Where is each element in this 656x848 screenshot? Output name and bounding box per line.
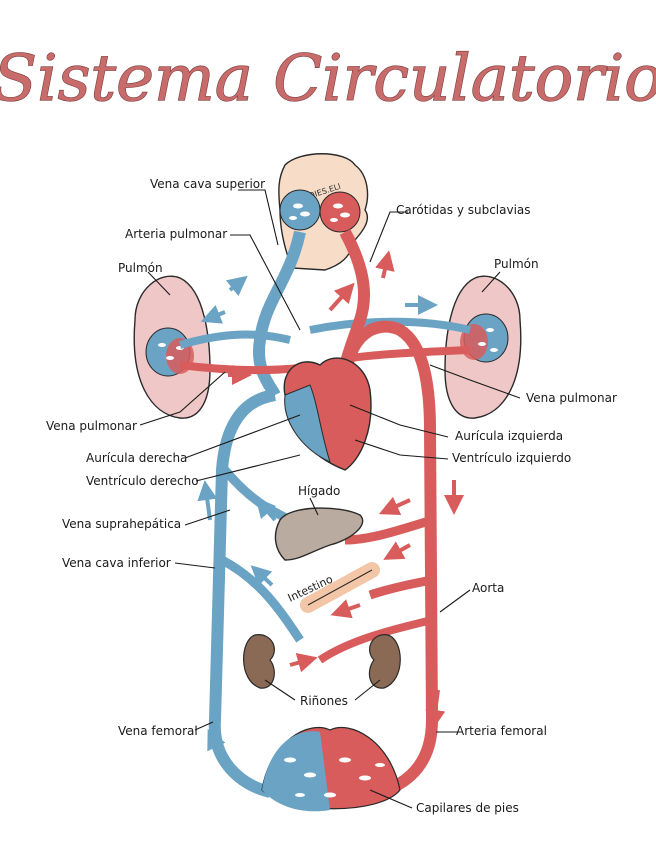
page-title: Sistema Circulatorio <box>0 42 656 116</box>
label-vena-pulmonar-left: Vena pulmonar <box>46 419 137 433</box>
leader-lines <box>139 189 521 809</box>
label-vena-femoral: Vena femoral <box>118 724 198 738</box>
label-arteria-pulmonar: Arteria pulmonar <box>125 227 227 241</box>
label-pulmon-left: Pulmón <box>118 261 163 275</box>
label-arteria-femoral: Arteria femoral <box>456 724 547 738</box>
label-vena-cava-inferior: Vena cava inferior <box>62 556 171 570</box>
label-vena-pulmonar-right: Vena pulmonar <box>526 391 617 405</box>
liver <box>274 507 364 561</box>
left-lung <box>133 275 211 419</box>
label-auricula-derecha: Aurícula derecha <box>86 451 187 465</box>
label-rinones: Riñones <box>300 694 348 708</box>
foot-capillaries <box>261 726 401 812</box>
label-aorta: Aorta <box>472 581 504 595</box>
flow-arrows <box>197 250 464 766</box>
kidneys <box>243 634 401 689</box>
label-carotidas: Carótidas y subclavias <box>396 203 531 217</box>
label-auricula-izquierda: Aurícula izquierda <box>455 429 563 443</box>
label-higado: Hígado <box>298 484 340 498</box>
label-vena-cava-superior: Vena cava superior <box>150 177 265 191</box>
label-pulmon-right: Pulmón <box>494 257 539 271</box>
labels: Vena cava superior Arteria pulmonar Caró… <box>46 177 617 815</box>
heart <box>283 357 372 471</box>
label-ventriculo-izquierdo: Ventrículo izquierdo <box>452 451 571 465</box>
label-ventriculo-derecho: Ventrículo derecho <box>86 474 199 488</box>
label-vena-suprahepatica: Vena suprahepática <box>62 517 181 531</box>
label-capilares-pies: Capilares de pies <box>416 801 519 815</box>
